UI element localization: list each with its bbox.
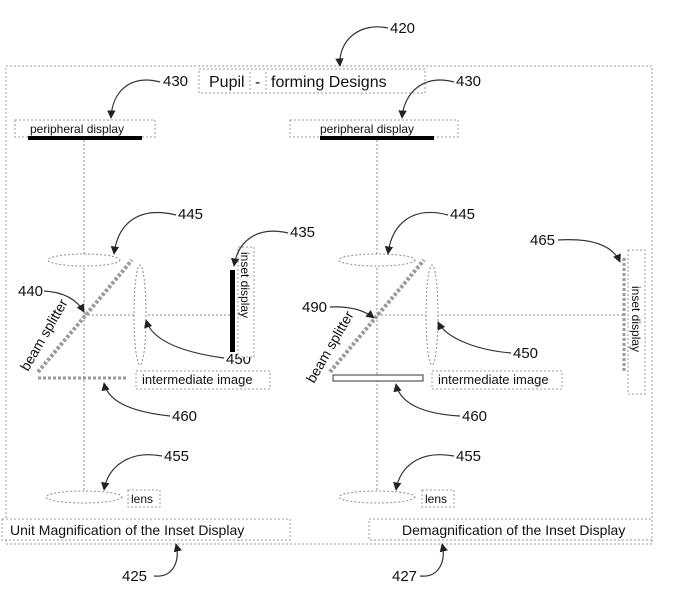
right-inset-label-box bbox=[627, 249, 646, 395]
ref-450-right: 450 bbox=[513, 345, 538, 362]
ref-460-left: 460 bbox=[172, 408, 197, 425]
ref-445-left: 445 bbox=[178, 206, 203, 223]
left-caption-box bbox=[1, 518, 291, 541]
leader-425 bbox=[153, 543, 182, 577]
left-peripheral-display-label: peripheral display bbox=[30, 122, 124, 136]
left-peripheral-label-box bbox=[14, 119, 156, 138]
leader-430-left bbox=[107, 79, 161, 119]
right-peripheral-display-label: peripheral display bbox=[320, 122, 414, 136]
ref-420: 420 bbox=[390, 20, 415, 37]
leader-450-left bbox=[144, 319, 225, 359]
right-design: peripheral display 430 445 beam splitter… bbox=[289, 73, 653, 585]
left-intermediate-image-label: intermediate image bbox=[142, 372, 253, 387]
left-lens-label-box bbox=[127, 489, 161, 508]
right-lens-label-box bbox=[421, 489, 455, 508]
right-intermediate-label-box bbox=[431, 370, 563, 390]
left-intermediate-label-box bbox=[135, 370, 271, 390]
leader-490 bbox=[329, 306, 375, 319]
right-inset-display-label: inset display bbox=[629, 286, 643, 352]
left-field-lens bbox=[133, 264, 147, 366]
left-design: peripheral display 430 445 beam splitter… bbox=[1, 73, 315, 585]
right-caption-box bbox=[368, 518, 653, 541]
right-beam-splitter bbox=[328, 258, 426, 374]
left-inset-display bbox=[230, 270, 235, 352]
ref-455-left: 455 bbox=[164, 448, 189, 465]
leader-445-left bbox=[110, 211, 177, 255]
ref-430-right: 430 bbox=[456, 73, 481, 90]
leader-460-right bbox=[393, 383, 461, 417]
right-lower-lens bbox=[338, 490, 416, 504]
title-box bbox=[198, 68, 426, 94]
leader-440 bbox=[43, 290, 85, 313]
right-field-lens bbox=[425, 264, 439, 366]
leader-420 bbox=[335, 26, 389, 67]
ref-440: 440 bbox=[18, 283, 43, 300]
left-lower-lens bbox=[45, 490, 123, 504]
leader-445-right bbox=[384, 211, 449, 255]
left-lens-label: lens bbox=[131, 492, 153, 506]
outer-frame bbox=[5, 65, 653, 545]
title-group: Pupil - forming Designs bbox=[198, 68, 426, 94]
ref-445-right: 445 bbox=[450, 206, 475, 223]
leader-435 bbox=[231, 230, 289, 267]
ref-435: 435 bbox=[290, 224, 315, 241]
ref-430-left: 430 bbox=[163, 73, 188, 90]
left-peripheral-display bbox=[28, 136, 142, 140]
title-word-forming: forming Designs bbox=[271, 74, 387, 91]
right-lens-label: lens bbox=[425, 492, 447, 506]
title-word-pupil: Pupil bbox=[209, 74, 245, 91]
leader-465 bbox=[557, 239, 621, 263]
leader-460-left bbox=[101, 382, 171, 417]
ref-460-right: 460 bbox=[462, 408, 487, 425]
leader-427 bbox=[419, 543, 448, 577]
right-intermediate-image-label: intermediate image bbox=[438, 372, 549, 387]
leader-455-right bbox=[393, 454, 455, 491]
ref-490: 490 bbox=[302, 299, 327, 316]
right-caption: Demagnification of the Inset Display bbox=[402, 522, 625, 538]
leader-430-right bbox=[398, 79, 455, 119]
ref-427: 427 bbox=[392, 568, 417, 585]
title-hyphen: - bbox=[255, 74, 260, 91]
leader-455-left bbox=[101, 454, 163, 491]
right-intermediate-image bbox=[332, 374, 424, 382]
left-caption: Unit Magnification of the Inset Display bbox=[10, 522, 244, 538]
left-beam-splitter bbox=[36, 258, 134, 374]
left-inset-label-box bbox=[237, 246, 255, 358]
right-upper-lens bbox=[338, 253, 416, 267]
left-upper-lens bbox=[47, 253, 121, 267]
right-peripheral-display bbox=[320, 136, 434, 140]
ref-425: 425 bbox=[122, 568, 147, 585]
leader-450-right bbox=[437, 321, 512, 354]
left-beam-splitter-label: beam splitter bbox=[17, 296, 71, 374]
ref-465: 465 bbox=[530, 232, 555, 249]
left-inset-display-label: inset display bbox=[238, 252, 252, 318]
ref-455-right: 455 bbox=[456, 448, 481, 465]
